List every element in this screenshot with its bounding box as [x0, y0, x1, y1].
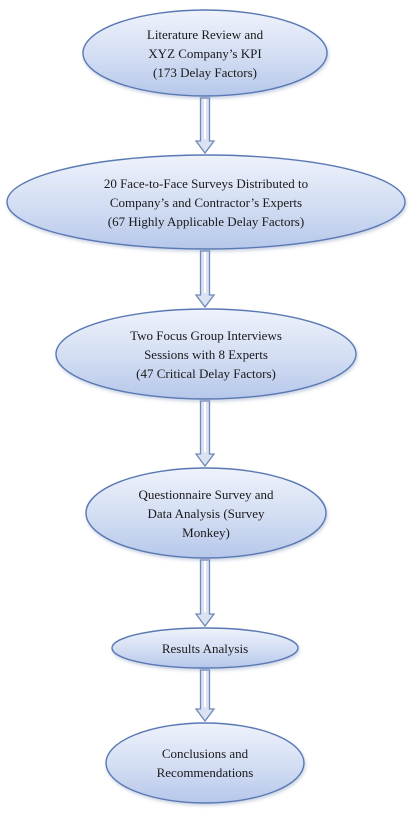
- node-label-line: Company’s and Contractor’s Experts: [109, 194, 303, 210]
- node-ellipse-conclusions: [105, 722, 305, 804]
- node-label-line: Two Focus Group Interviews: [130, 327, 282, 343]
- node-label-line: XYZ Company’s KPI: [148, 45, 262, 61]
- node-label-results-analysis: Results Analysis: [112, 628, 298, 668]
- node-label-line: (173 Delay Factors): [153, 64, 257, 80]
- node-label-line: Data Analysis (Survey: [147, 505, 265, 521]
- node-label-line: Conclusions and: [161, 746, 249, 761]
- node-label-line: Literature Review and: [146, 26, 264, 42]
- node-label-line: Sessions with 8 Experts: [144, 346, 268, 362]
- node-ellipse-focus-group-interviews: [55, 308, 357, 400]
- node-label-line: Results Analysis: [161, 640, 249, 656]
- node-label-line: (67 Highly Applicable Delay Factors): [107, 213, 305, 229]
- node-ellipse-literature-review: [82, 9, 328, 97]
- node-label-line: Questionnaire Survey and: [138, 486, 274, 502]
- node-ellipse-results-analysis: [111, 627, 299, 669]
- node-ellipse-face-to-face-surveys: [6, 154, 406, 250]
- node-label-line: 20 Face-to-Face Surveys Distributed to: [103, 175, 309, 191]
- node-label-line: Recommendations: [156, 765, 254, 780]
- node-label-line: (47 Critical Delay Factors): [136, 365, 276, 381]
- node-label-face-to-face-surveys: 20 Face-to-Face Surveys Distributed to Co…: [7, 155, 405, 249]
- node-label-line: Monkey): [182, 524, 230, 540]
- node-ellipse-questionnaire-survey: [85, 467, 327, 559]
